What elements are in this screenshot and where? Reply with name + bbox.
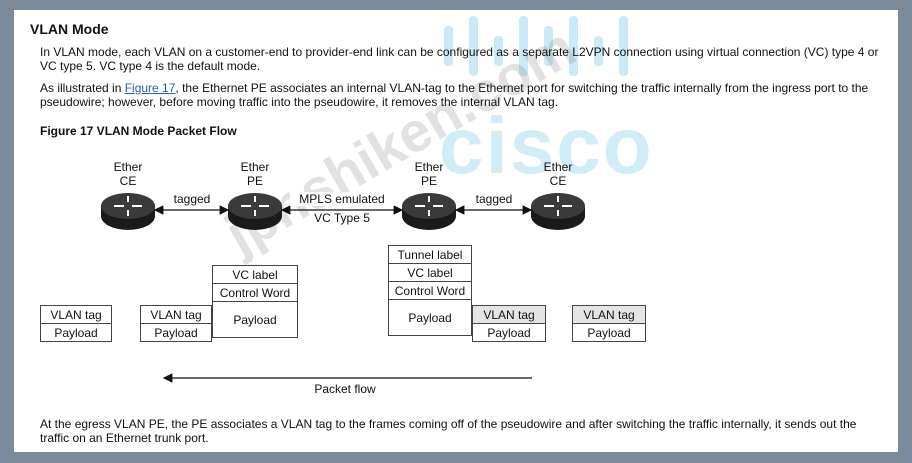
figure-17-link[interactable]: Figure 17 bbox=[124, 81, 176, 95]
ether-pe-left-router-icon bbox=[227, 192, 283, 231]
frame-vlan-tag: VLAN tag bbox=[140, 305, 212, 324]
device-label-ce-left: Ether CE bbox=[108, 160, 148, 188]
ether-ce-right-router-icon bbox=[530, 192, 586, 231]
para2-before: As illustrated in bbox=[40, 81, 125, 95]
ether-pe-right-router-icon bbox=[401, 192, 457, 231]
frame-vlan-tag: VLAN tag bbox=[572, 305, 646, 324]
figure-title: Figure 17 VLAN Mode Packet Flow bbox=[40, 124, 237, 138]
frame-payload: Payload bbox=[40, 323, 112, 342]
device-label-pe-left: Ether PE bbox=[235, 160, 275, 188]
frame-payload: Payload bbox=[212, 301, 298, 338]
frame-vc-label: VC label bbox=[388, 263, 472, 282]
device-label-line: Ether bbox=[113, 160, 143, 174]
frame-pe-left-ingress: VLAN tag Payload bbox=[140, 305, 212, 342]
figure-reference-paragraph: As illustrated in Figure 17, the Etherne… bbox=[40, 81, 880, 109]
frame-ce-right: VLAN tag Payload bbox=[572, 305, 646, 342]
frame-payload: Payload bbox=[572, 323, 646, 342]
intro-paragraph: In VLAN mode, each VLAN on a customer-en… bbox=[40, 45, 879, 73]
ether-ce-left-router-icon bbox=[100, 192, 156, 231]
mpls-emulated-label: MPLS emulated bbox=[290, 192, 394, 206]
device-label-line: Ether bbox=[414, 160, 444, 174]
device-label-line: PE bbox=[246, 174, 263, 188]
cisco-logo-bars bbox=[444, 16, 628, 76]
frame-control-word: Control Word bbox=[212, 283, 298, 302]
device-label-pe-right: Ether PE bbox=[409, 160, 449, 188]
frame-control-word: Control Word bbox=[388, 281, 472, 300]
frame-vc-label: VC label bbox=[212, 265, 298, 284]
egress-paragraph: At the egress VLAN PE, the PE associates… bbox=[40, 417, 857, 445]
tagged-label-left: tagged bbox=[166, 192, 218, 206]
document-panel: cisco jpnshiken.com VLAN Mode In VLAN mo… bbox=[14, 10, 898, 452]
frame-pe-right-egress: VLAN tag Payload bbox=[472, 305, 546, 342]
device-label-ce-right: Ether CE bbox=[538, 160, 578, 188]
device-label-line: Ether bbox=[543, 160, 573, 174]
para2-after: , the Ethernet PE associates an internal… bbox=[40, 81, 869, 109]
frame-ce-left: VLAN tag Payload bbox=[40, 305, 112, 342]
device-label-line: CE bbox=[549, 174, 567, 188]
packet-flow-label: Packet flow bbox=[314, 382, 376, 396]
device-label-line: PE bbox=[420, 174, 437, 188]
frame-mpls-core: Tunnel label VC label Control Word Paylo… bbox=[388, 245, 472, 336]
device-label-line: Ether bbox=[240, 160, 270, 174]
frame-vlan-tag: VLAN tag bbox=[472, 305, 546, 324]
frame-tunnel-label: Tunnel label bbox=[388, 245, 472, 264]
frame-payload: Payload bbox=[140, 323, 212, 342]
section-title: VLAN Mode bbox=[30, 21, 109, 37]
vc-type-label: VC Type 5 bbox=[314, 211, 370, 225]
frame-payload: Payload bbox=[388, 299, 472, 336]
frame-pe-left-pseudowire: VC label Control Word Payload bbox=[212, 265, 298, 338]
packet-flow-diagram bbox=[100, 192, 586, 383]
device-label-line: CE bbox=[119, 174, 137, 188]
tagged-label-right: tagged bbox=[468, 192, 520, 206]
cisco-watermark: cisco bbox=[439, 101, 654, 190]
frame-payload: Payload bbox=[472, 323, 546, 342]
frame-vlan-tag: VLAN tag bbox=[40, 305, 112, 324]
